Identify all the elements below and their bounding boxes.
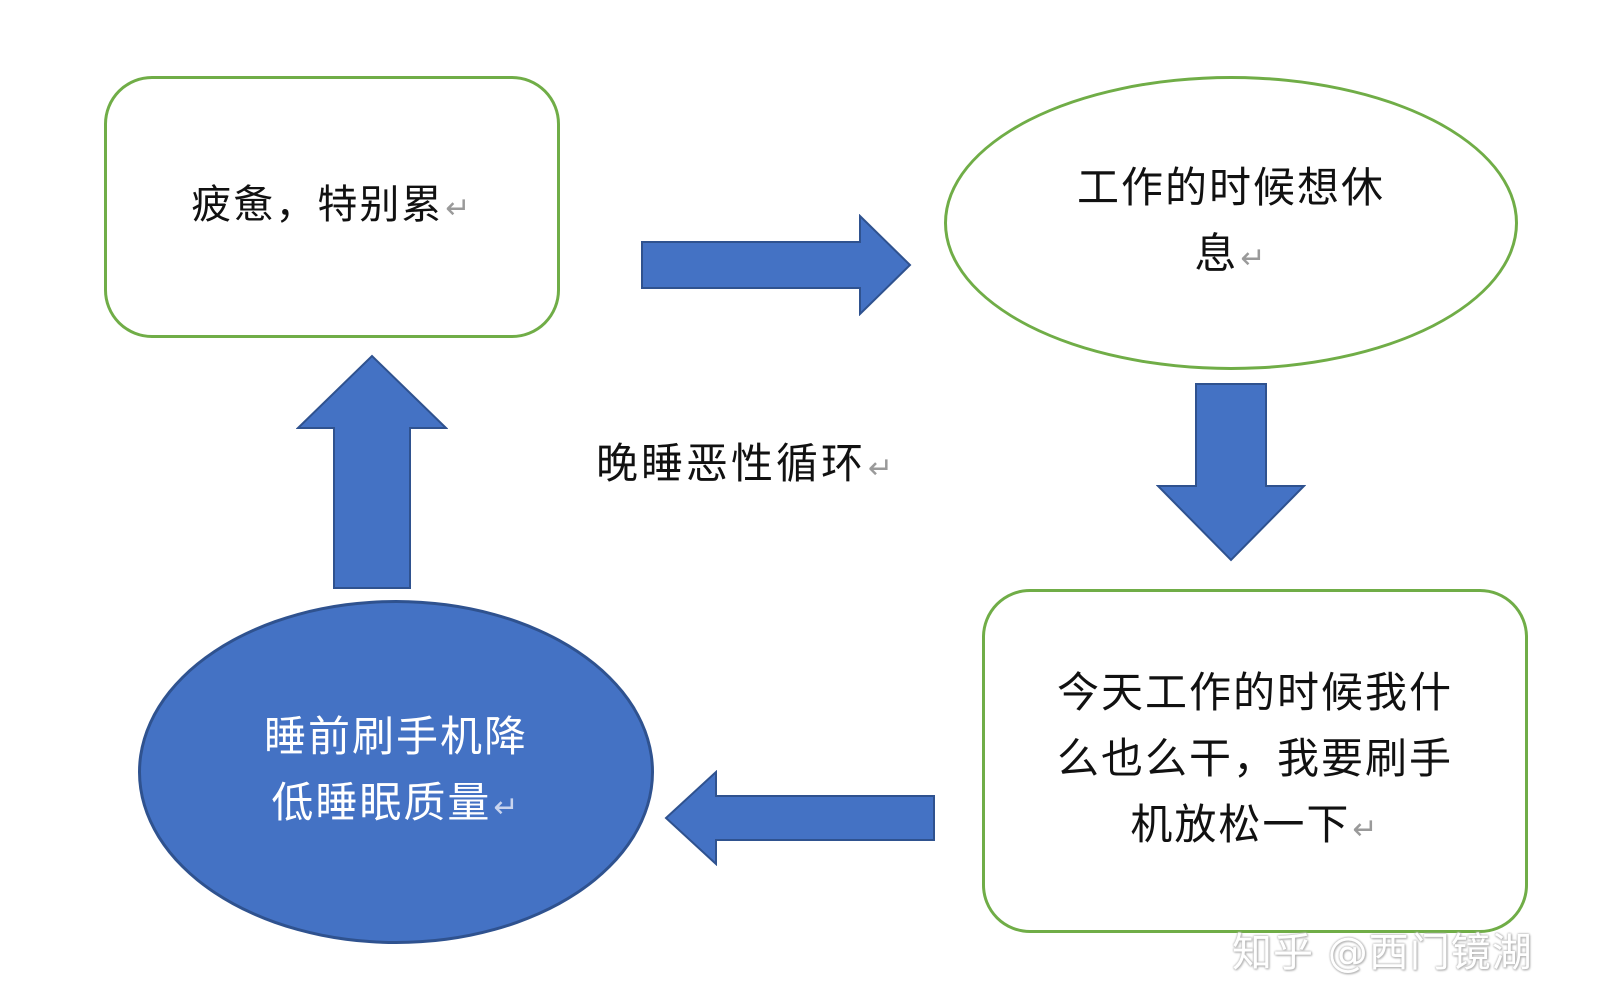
node-want-rest-text: 工作的时候想休息	[1076, 162, 1385, 278]
arrow-down-icon	[1156, 383, 1306, 562]
cycle-title: 晚睡恶性循环↵	[596, 430, 896, 491]
paragraph-mark-icon: ↵	[1240, 240, 1268, 276]
paragraph-mark-icon: ↵	[868, 451, 897, 486]
node-sleep-quality-text: 睡前刷手机降低睡眠质量	[263, 711, 528, 827]
cycle-title-text: 晚睡恶性循环	[596, 439, 867, 488]
paragraph-mark-icon: ↵	[445, 191, 473, 226]
paragraph-mark-icon: ↵	[493, 789, 521, 825]
node-tired-text: 疲惫，特别累	[191, 182, 444, 228]
paragraph-mark-icon: ↵	[1352, 811, 1380, 847]
node-sleep-quality: 睡前刷手机降低睡眠质量↵	[138, 600, 654, 944]
node-phone-text: 今天工作的时候我什么也么干，我要刷手机放松一下	[1056, 667, 1453, 849]
node-phone: 今天工作的时候我什么也么干，我要刷手机放松一下↵	[982, 589, 1528, 933]
watermark: 知乎 @西门镜湖	[1232, 930, 1533, 976]
arrow-left-icon	[664, 770, 935, 866]
node-want-rest: 工作的时候想休息↵	[944, 76, 1518, 370]
arrow-up-icon	[296, 354, 448, 589]
arrow-right-icon	[641, 214, 912, 316]
node-tired: 疲惫，特别累↵	[104, 76, 560, 338]
